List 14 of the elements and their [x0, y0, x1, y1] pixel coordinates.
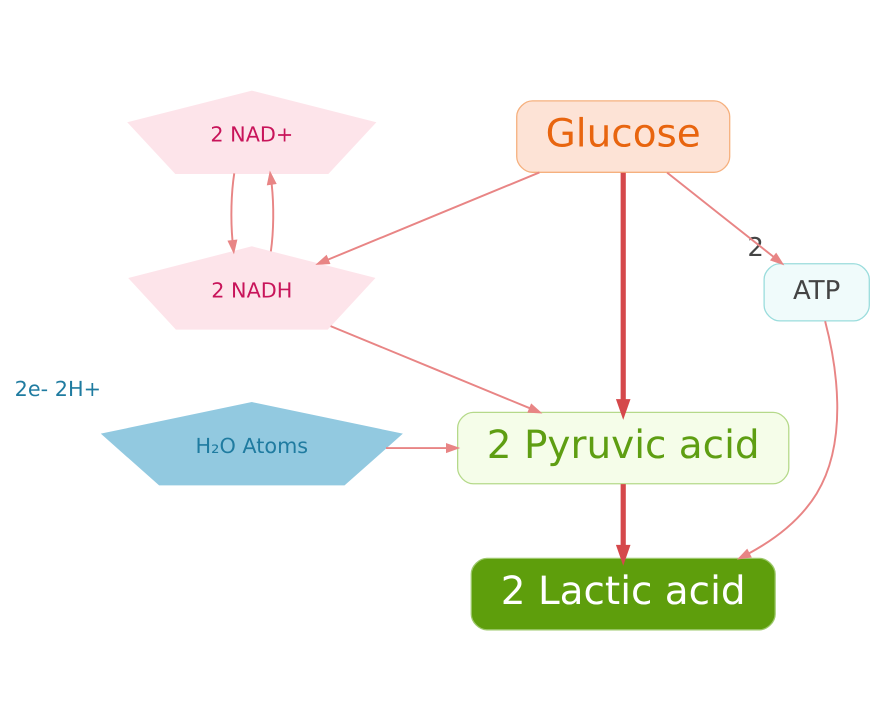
arrow: [666, 172, 784, 266]
node-box: ATP: [763, 263, 870, 322]
arrow: [616, 172, 631, 420]
arrow: [330, 325, 542, 414]
node-box: 2 Lactic acid: [470, 558, 776, 630]
arrow: [616, 484, 631, 566]
arrow: [736, 321, 838, 560]
arrow: [386, 443, 460, 454]
node-box: Glucose: [516, 100, 730, 173]
arrow: [266, 170, 277, 252]
node-label: 2e- 2H+: [14, 376, 102, 401]
arrow: [227, 173, 238, 254]
node-box: 2 Pyruvic acid: [457, 412, 790, 484]
arrow: [315, 172, 540, 265]
